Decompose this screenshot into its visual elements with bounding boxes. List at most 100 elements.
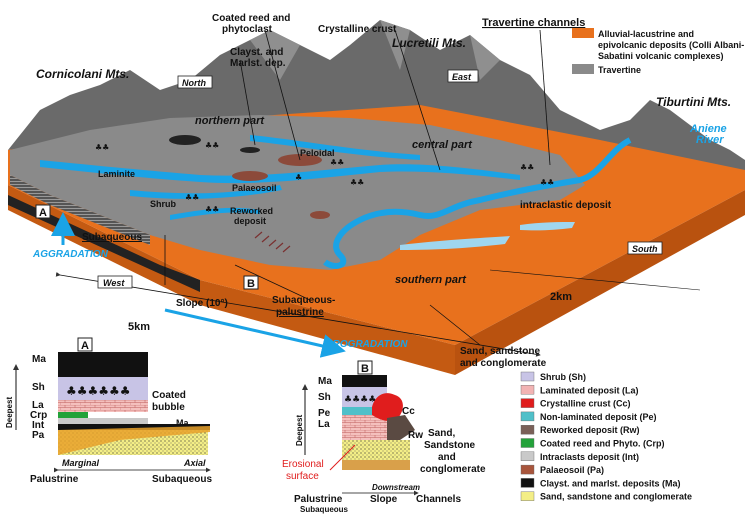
b-sand-3: and [438,452,456,463]
section-a-int [58,418,148,424]
section-a-title: A [81,340,89,352]
label-peloidal: Peloidal [300,148,335,158]
label-travertine-channels: Travertine channels [482,17,585,29]
label-central-part: central part [412,139,473,151]
progradation-arrow [164,308,346,358]
section-a: A ♣♣♣♣♣♣ Ma Sh La Crp Int Pa Coated bubb… [5,337,212,485]
label-2km: 2km [550,291,572,303]
a-bubble: bubble [152,402,185,413]
b-la: La [318,419,330,430]
svg-text:♣: ♣ [295,173,302,182]
legend-label-0: Shrub (Sh) [540,372,586,382]
a-subaqueous: Subaqueous [152,474,212,485]
label-intraclastic: intraclastic deposit [520,200,612,211]
legend-alluvial-3: Sabatini volcanic complexes) [598,51,724,61]
label-southern-part: southern part [395,274,467,286]
label-reworked-2: deposit [234,216,266,226]
section-b: B ♣♣♣♣ Ma Sh Pe La Cc Rw Sand, Sandstone… [282,360,486,514]
legend-swatch-9 [520,491,535,501]
a-ma-2: Ma [176,418,189,428]
legend-travertine-swatch [572,64,594,74]
a-axial: Axial [183,458,206,468]
label-sand-2: and conglomerate [460,358,547,369]
legend-swatch-2 [520,398,535,408]
label-subaqueous: Subaqueous [82,232,142,243]
label-marlst: Marlst. dep. [230,58,286,69]
b-downstream: Downstream [372,483,420,492]
north-box [177,75,213,89]
east-box [447,69,479,83]
legend-swatch-8 [520,478,535,488]
a-ma: Ma [32,354,46,365]
legend-swatch-4 [520,425,535,435]
legend-label-8: Clayst. and marlst. deposits (Ma) [540,478,681,488]
label-5km: 5km [128,321,150,333]
legend-label-2: Crystalline crust (Cc) [540,399,631,409]
label-box-a: A [39,207,47,219]
west-box [97,275,133,289]
facies-legend: Shrub (Sh) Laminated deposit (La) Crystall… [520,371,692,502]
b-sand-4: conglomerate [420,464,486,475]
b-sand-1: Sand, [428,428,455,439]
a-marginal: Marginal [62,458,100,468]
a-crp: Crp [30,410,47,421]
legend-alluvial-1: Alluvial-lacustrine and [598,29,694,39]
b-slope: Slope [370,494,398,505]
b-deepest: Deepest [295,415,304,446]
section-a-sh [58,377,148,400]
label-cornicolani: Cornicolani Mts. [36,67,129,81]
legend-label-7: Palaeosoil (Pa) [540,465,604,475]
label-subaq-pal-1: Subaqueous- [272,295,335,306]
legend-label-3: Non-laminated deposit (Pe) [540,412,657,422]
label-north: North [182,78,206,88]
a-la: La [32,400,44,411]
legend-swatch-3 [520,411,535,422]
label-reworked-1: Reworked [230,206,273,216]
label-aniene-2: River [696,134,724,146]
b-sh: Sh [318,392,331,403]
b-channels: Channels [416,494,461,505]
legend-label-5: Coated reed and Phyto. (Crp) [540,439,665,449]
b-erosional-1: Erosional [282,459,324,470]
a-sh: Sh [32,382,45,393]
label-shrub: Shrub [150,199,177,209]
legend-swatch-7 [520,464,535,475]
leader-lines [55,29,701,357]
label-coated-reed-2: phytoclast [222,24,273,35]
legend-label-4: Reworked deposit (Rw) [540,425,640,435]
label-coated-reed: Coated reed and [212,13,290,24]
label-claystone: Clayst. and [230,47,283,58]
lake2 [520,222,575,231]
svg-text:♣♣: ♣♣ [95,143,109,152]
travertine-layered-edge [10,175,150,245]
svg-text:♣♣♣♣: ♣♣♣♣ [344,395,376,405]
b-erosional-2: surface [286,471,319,482]
south-box [627,241,663,255]
section-a-ma [58,352,148,377]
a-palustrine: Palustrine [30,474,79,485]
aniene-river [323,137,632,269]
b-rw: Rw [408,430,423,441]
legend-label-6: Intraclasts deposit (Int) [540,452,639,462]
label-aniene-1: Aniene [689,123,727,135]
svg-text:♣♣: ♣♣ [205,141,219,150]
b-sand-2: Sandstone [424,440,476,451]
legend-alluvial-swatch [572,28,594,38]
svg-text:♣♣: ♣♣ [520,163,534,172]
svg-text:♣♣: ♣♣ [330,158,344,167]
box-a-map [35,204,51,219]
svg-text:♣♣♣♣♣♣: ♣♣♣♣♣♣ [66,384,131,398]
svg-text:♣♣: ♣♣ [205,205,219,214]
label-sand-1: Sand, sandstone [460,346,540,357]
legend-travertine: Travertine [598,65,641,75]
legend-swatch-0 [520,371,535,382]
travertine-channels [40,135,520,220]
b-ma: Ma [318,376,332,387]
label-lucretili: Lucretili Mts. [392,36,466,50]
label-box-b: B [247,278,255,290]
section-a-crp [58,412,88,418]
legend-alluvial-2: epivolcanic deposits (Colli Albani- [598,40,744,50]
legend-label-1: Laminated deposit (La) [540,385,639,395]
svg-text:♣♣: ♣♣ [540,178,554,187]
